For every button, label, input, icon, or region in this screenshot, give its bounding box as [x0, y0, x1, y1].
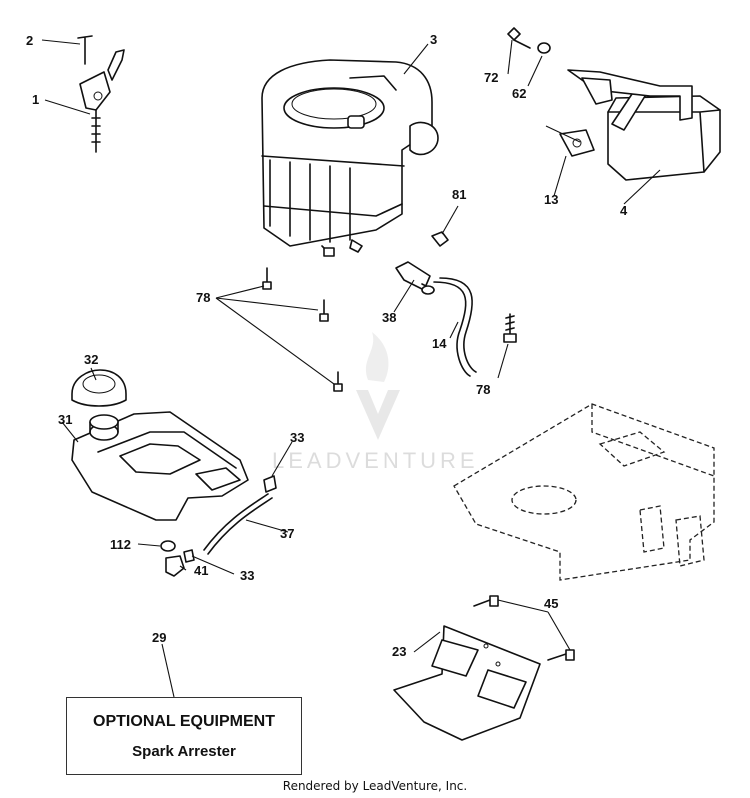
- optional-equipment-box: OPTIONAL EQUIPMENT Spark Arrester: [66, 697, 302, 775]
- rendered-by-footer: Rendered by LeadVenture, Inc.: [282, 779, 468, 793]
- fuel-line-14-part[interactable]: [433, 277, 477, 377]
- callout-2: 2: [26, 33, 33, 48]
- clamp-81-part[interactable]: [431, 231, 449, 247]
- callout-33-lower: 33: [240, 568, 254, 583]
- callout-33-upper: 33: [290, 430, 304, 445]
- callout-3: 3: [430, 32, 437, 47]
- callout-112: 112: [110, 537, 131, 552]
- clamp-33-part[interactable]: [263, 475, 277, 493]
- engine-part[interactable]: [261, 59, 439, 257]
- callout-1: 1: [32, 92, 39, 107]
- callout-72: 72: [484, 70, 498, 85]
- callout-13: 13: [544, 192, 558, 207]
- callout-37: 37: [280, 526, 294, 541]
- bolt-78-right-part[interactable]: [503, 313, 517, 343]
- callout-41: 41: [194, 563, 208, 578]
- callout-23: 23: [392, 644, 406, 659]
- fuel-line-37-part[interactable]: [203, 493, 273, 555]
- callout-78-left: 78: [196, 290, 210, 305]
- fuel-cap-part[interactable]: [71, 369, 127, 407]
- heat-shield-part[interactable]: [393, 625, 541, 741]
- frame-reference: [453, 403, 715, 581]
- bolt-78-left-parts[interactable]: [262, 267, 343, 392]
- callout-45: 45: [544, 596, 558, 611]
- fuel-filter-part[interactable]: [395, 261, 435, 295]
- bolt-45-parts[interactable]: [473, 595, 575, 661]
- callout-32: 32: [84, 352, 98, 367]
- fitting-41-112-parts[interactable]: [160, 540, 195, 577]
- fuel-tank-part[interactable]: [71, 411, 249, 521]
- optional-equipment-title: OPTIONAL EQUIPMENT: [93, 712, 275, 730]
- callouts: 2 1 3 72 62 13 4 81 38 14 78 78 32 31 33…: [26, 32, 628, 659]
- callout-81: 81: [452, 187, 466, 202]
- leader-lines: [41, 39, 661, 698]
- callout-14: 14: [432, 336, 447, 351]
- callout-29: 29: [152, 630, 166, 645]
- muffler-part[interactable]: [507, 27, 721, 181]
- spark-arrester-label: Spark Arrester: [132, 742, 236, 760]
- callout-38: 38: [382, 310, 396, 325]
- callout-78-right: 78: [476, 382, 490, 397]
- leadventure-watermark: LEADVENTURE: [272, 332, 479, 473]
- watermark-text: LEADVENTURE: [272, 448, 479, 473]
- callout-62: 62: [512, 86, 526, 101]
- callout-31: 31: [58, 412, 72, 427]
- callout-4: 4: [620, 203, 628, 218]
- throttle-control-part[interactable]: [77, 35, 125, 153]
